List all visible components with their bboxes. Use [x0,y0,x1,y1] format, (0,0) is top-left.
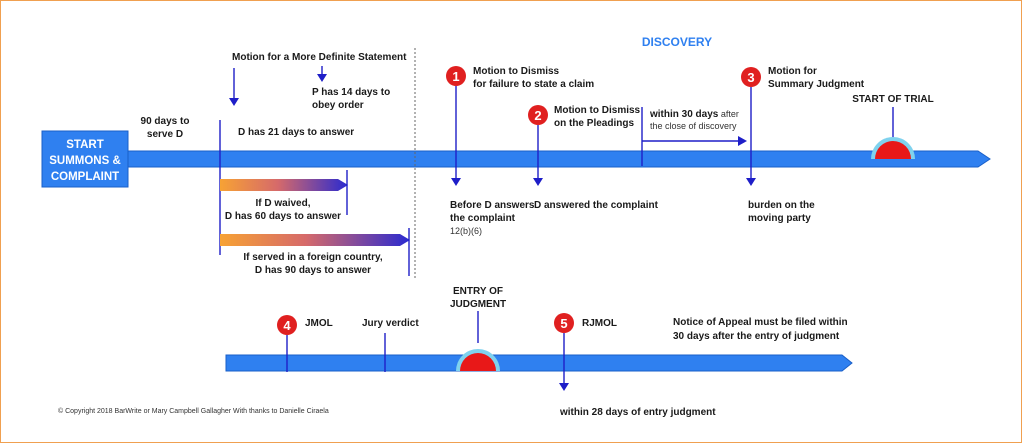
start-line-3: COMPLAINT [51,171,119,183]
motion-1-title-line-2: for failure to state a claim [473,79,594,90]
top-timeline-arrow [119,150,991,168]
rjmol-badge: 5 [554,313,574,333]
bottom-timeline-arrow [225,354,853,372]
serve-days-line-1: 90 days to [141,116,190,127]
motion-1-below-line-2: the complaint [450,213,516,224]
serve-days-line-2: serve D [147,129,183,140]
within-30-arrow [642,136,747,146]
motion-1-title-line-1: Motion to Dismiss [473,66,560,77]
motion-3-below-line-2: moving party [748,213,811,224]
start-line-1: START [66,139,103,151]
start-of-trial-dome [871,137,915,159]
motion-1-rule: 12(b)(6) [450,226,482,236]
motion-3-number: 3 [747,70,754,85]
jmol-badge: 4 [277,315,297,335]
more-definite-statement-label: Motion for a More Definite Statement [232,52,407,63]
obey-order-line-1: P has 14 days to [312,87,390,98]
motion-2-number: 2 [534,108,541,123]
appeal-line-1: Notice of Appeal must be filed within [673,317,848,328]
motion-1-arrow [451,86,461,186]
motion-2-title-line-2: on the Pleadings [554,118,634,129]
rjmol-below: within 28 days of entry judgment [559,407,716,418]
motion-1-number: 1 [452,69,459,84]
foreign-gradient-bar [220,234,410,246]
within-30-days-bold: within 30 days [649,109,719,120]
motion-3-badge: 3 [741,67,761,87]
waived-line-2: D has 60 days to answer [225,211,341,222]
appeal-line-2: 30 days after the entry of judgment [673,331,840,342]
entry-judgment-dome [456,349,500,371]
within-30-days-line-1: within 30 days after [649,109,739,120]
motion-2-below: D answered the complaint [534,200,659,211]
jmol-label: JMOL [305,318,333,329]
waived-gradient-bar [220,179,348,191]
jmol-number: 4 [283,318,291,333]
foreign-line-2: D has 90 days to answer [255,265,371,276]
waived-line-1: If D waived, [255,198,310,209]
entry-judgment-line-1: ENTRY OF [453,286,503,297]
entry-judgment-line-2: JUDGMENT [450,299,506,310]
motion-1-badge: 1 [446,66,466,86]
rjmol-number: 5 [560,316,567,331]
more-definite-arrow [229,68,239,106]
start-of-trial-label: START OF TRIAL [852,94,933,105]
motion-3-title-line-1: Motion for [768,66,817,77]
motion-2-arrow [533,125,543,186]
start-line-2: SUMMONS & [49,155,121,167]
obey-order-arrow [317,66,327,82]
within-30-days-after: after [718,109,739,119]
obey-order-line-2: obey order [312,100,364,111]
copyright-footer: © Copyright 2018 BarWrite or Mary Campbe… [58,407,329,415]
discovery-label: DISCOVERY [642,35,712,49]
motion-1-below-line-1: Before D answers [450,200,535,211]
motion-3-arrow [746,87,756,186]
motion-2-badge: 2 [528,105,548,125]
motion-2-title-line-1: Motion to Dismiss [554,105,641,116]
motion-3-title-line-2: Summary Judgment [768,79,865,90]
foreign-line-1: If served in a foreign country, [243,252,383,263]
rjmol-label: RJMOL [582,318,617,329]
jury-verdict-label: Jury verdict [362,318,419,329]
start-summons-complaint-box: START SUMMONS & COMPLAINT [41,130,129,188]
rjmol-arrow [559,333,569,391]
within-30-days-line-2: the close of discovery [650,121,737,131]
motion-3-below-line-1: burden on the [748,200,815,211]
answer-21-days-label: D has 21 days to answer [238,127,354,138]
